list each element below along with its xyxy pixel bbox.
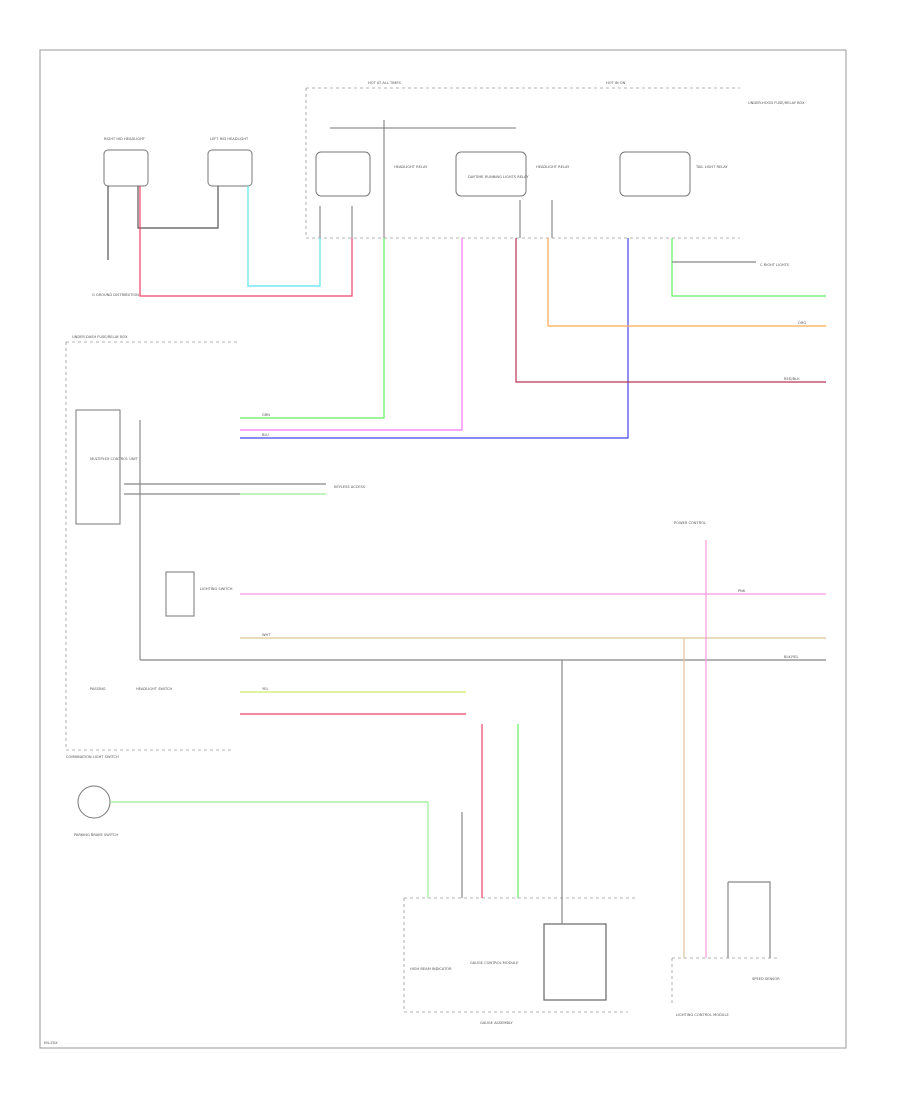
parking-brake-switch [77,785,111,819]
wire-green-1 [240,238,385,419]
right-conn-label: C RIGHT LIGHTS [760,263,790,267]
wire-label-yel: YEL [262,687,268,691]
gauge-assembly-label: GAUGE ASSEMBLY [480,1021,513,1025]
relay-box-right [619,151,691,197]
lighting-control-box [671,957,780,1006]
speed-sensor-label: SPEED SENSOR [752,977,780,981]
wire-green-2 [671,238,826,297]
wire-label-org: ORG [798,321,806,325]
combination-switch-label: COMBINATION LIGHT SWITCH [66,755,119,759]
gauge-control-label: GAUGE CONTROL MODULE [470,961,519,965]
under-hood-fuse-box [305,87,740,239]
wire-magenta-1 [240,238,463,431]
multiplex-label: MULTIPLEX CONTROL UNIT [90,457,139,461]
wire-red [139,186,353,297]
passing-label: PASSING [90,687,106,691]
daytime-relay-label: DAYTIME RUNNING LIGHTS RELAY [468,175,529,179]
wire-gray-2 [139,420,826,661]
wire-dark-red [515,238,826,383]
lighting-switch-panel [165,571,195,617]
power-control-label: POWER CONTROL [674,521,706,525]
multiplex-unit [75,409,121,525]
parking-brake-label: PARKING BRAKE SWITCH [74,833,118,837]
wire-label-grn: GRN [262,413,270,417]
relay-label-2: HEADLIGHT RELAY [536,165,570,169]
wire-label-blk-yel: BLK/YEL [784,655,799,659]
wire-black-ground [107,186,219,260]
relay-box-left [315,151,371,197]
wire-label-blu: BLU [262,433,269,437]
wire-cyan [247,186,321,287]
fuse-box-title-2: HOT IN ON [606,81,626,85]
gauge-control-module [543,923,607,1001]
tail-relay-label: TAIL LIGHT RELAY [695,165,728,169]
fuse-box-title-1: HOT AT ALL TIMES [368,81,402,85]
wire-gray-4 [727,881,771,958]
under-dash-box [65,341,238,751]
wire-label-pnk: PNK [738,589,746,593]
wire-red-2 [240,713,483,898]
wire-gray-1 [124,483,326,495]
wire-parking-brake [110,801,429,898]
left-headlight-label: LEFT HID HEADLIGHT [210,137,249,141]
footer-label: EN-ZXX [44,1041,58,1045]
keyless-label: KEYLESS ACCESS [334,485,366,489]
wire-label-wht: WHT [262,633,271,637]
wire-label-red-blk: RED/BLK [784,377,800,381]
diagram-frame [39,49,847,1049]
right-headlight [103,149,149,187]
relay-label-1: HEADLIGHT RELAY [394,165,428,169]
right-headlight-label: RIGHT HID HEADLIGHT [104,137,146,141]
indicator-label: HIGH BEAM INDICATOR [410,967,452,971]
relay-box-mid [455,151,527,197]
wire-gray-3 [461,660,563,924]
lighting-switch-label: LIGHTING SWITCH [200,587,233,591]
gauge-assembly-box [403,897,636,1013]
under-dash-title: UNDER-DASH FUSE/RELAY BOX [72,335,128,339]
wire-orange [547,238,826,327]
fuse-box-name: UNDER-HOOD FUSE/RELAY BOX [748,101,805,105]
left-headlight [207,149,253,187]
headlight-switch-label: HEADLIGHT SWITCH [136,687,172,691]
lighting-control-label: LIGHTING CONTROL MODULE [676,1013,729,1017]
ground-label: G GROUND DISTRIBUTION [92,293,139,297]
wire-blue [240,238,629,439]
